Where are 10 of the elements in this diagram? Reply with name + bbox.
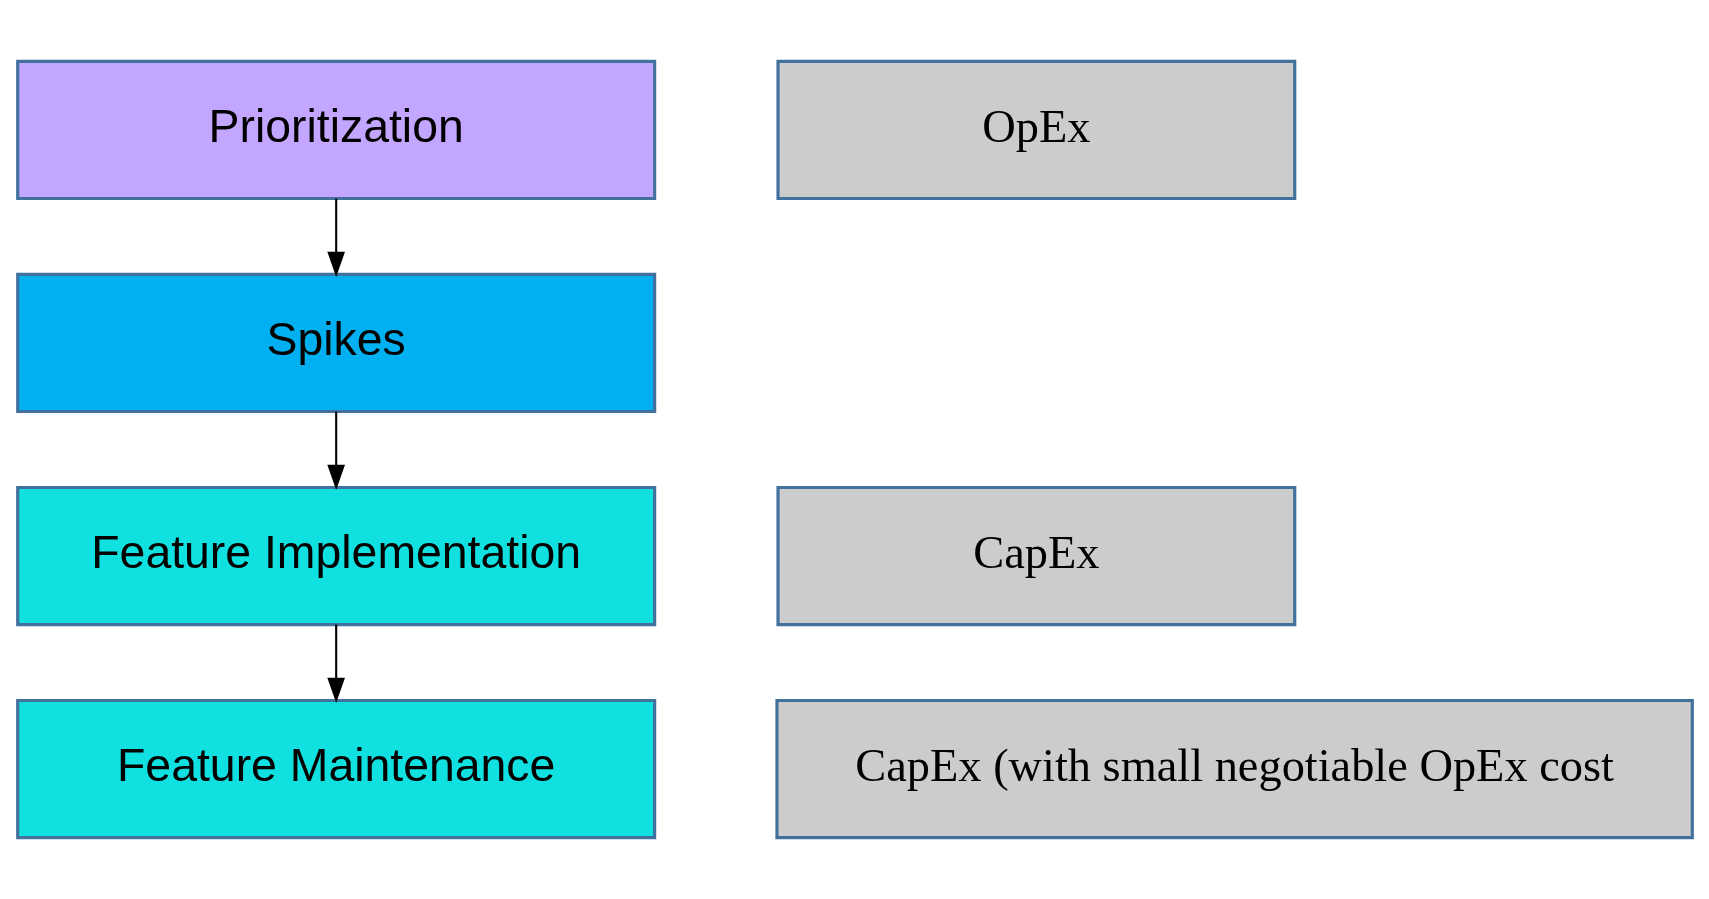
node-box: Feature Implementation bbox=[15, 485, 656, 627]
node-box: Spikes bbox=[15, 272, 656, 414]
node-box: CapEx (with small negotiable OpEx cost bbox=[774, 698, 1694, 840]
arrow bbox=[326, 411, 345, 491]
node-box: Prioritization bbox=[15, 59, 656, 201]
arrow bbox=[326, 624, 345, 704]
node-box: Feature Maintenance bbox=[15, 698, 656, 840]
node-box: CapEx bbox=[775, 485, 1296, 627]
node-box: OpEx bbox=[775, 59, 1296, 201]
arrow bbox=[326, 198, 345, 277]
